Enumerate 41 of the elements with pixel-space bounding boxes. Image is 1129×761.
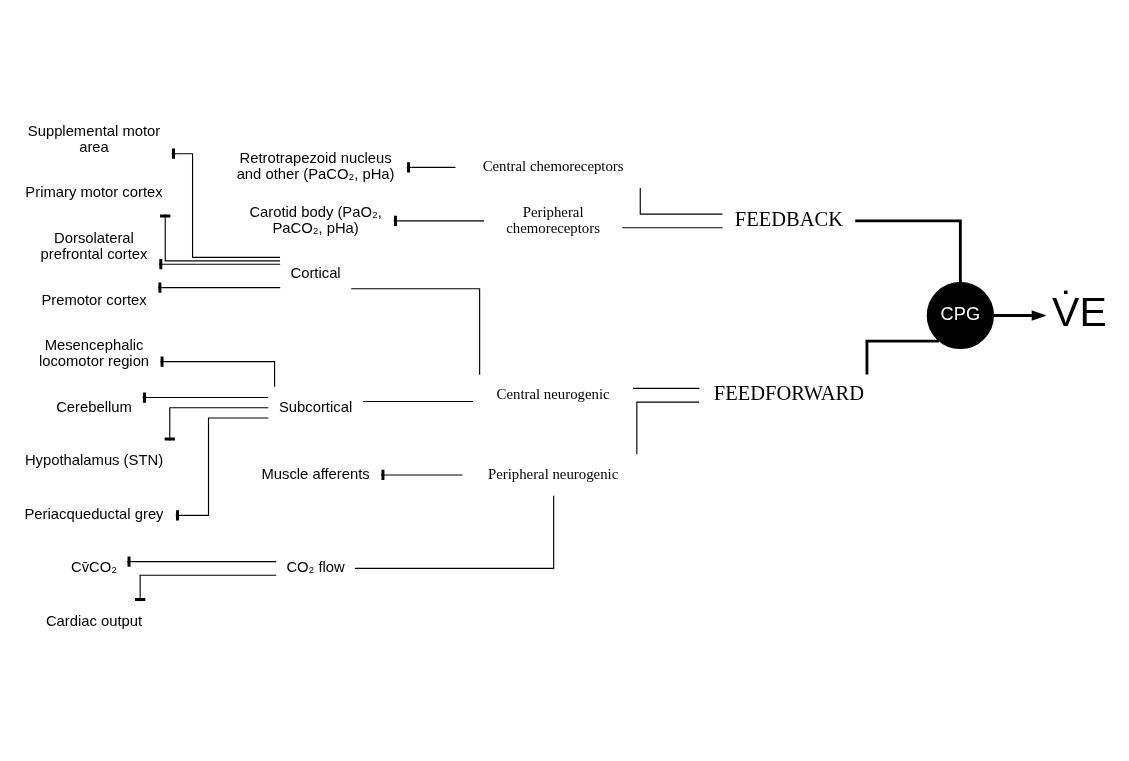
connector: [639, 186, 723, 215]
connector: [160, 213, 281, 261]
node-text: Mesencephalic locomotor region: [38, 336, 150, 369]
node-circle: CPG: [926, 281, 994, 349]
node-text: Peripheral chemoreceptors: [506, 203, 600, 236]
connector: [158, 258, 281, 269]
node-text: Dorsolateral prefrontal cortex: [40, 229, 148, 262]
node-text: Periacqueductal grey: [24, 505, 164, 522]
node-text: Subcortical: [278, 398, 353, 415]
node-text: Cerebellum: [56, 398, 132, 415]
connector: [362, 400, 474, 402]
connector: [380, 469, 463, 480]
arrow: [993, 309, 1047, 321]
node-text: Primary motor cortex: [25, 183, 163, 200]
connector: [632, 387, 700, 389]
connector: [865, 339, 940, 374]
connector: [126, 555, 277, 567]
node-text: FEEDBACK: [734, 207, 844, 230]
node-text: Central chemoreceptors: [482, 157, 624, 174]
connector: [164, 406, 269, 441]
node-text: Cortical: [290, 264, 341, 281]
connector: [157, 281, 281, 293]
connector: [159, 356, 276, 387]
node-text: Cardiac output: [45, 612, 143, 629]
connector: [354, 494, 555, 569]
node-text: V̇E: [1052, 288, 1107, 335]
node-text: Muscle afferents: [261, 465, 370, 482]
node-text: CO₂ flow: [286, 558, 345, 575]
connector: [636, 401, 700, 455]
node-text: Supplemental motor area: [27, 122, 161, 155]
node-text: Carotid body (PaO₂, PaCO₂, pHa): [249, 203, 382, 236]
node-text: Central neurogenic: [496, 385, 610, 402]
connector: [621, 226, 724, 228]
node-text: Premotor cortex: [41, 291, 147, 308]
node-text: Retrotrapezoid nucleus and other (PaCO₂, pHa): [236, 149, 395, 182]
connector: [855, 219, 962, 282]
node-text: Cv̄CO₂: [71, 558, 118, 575]
node-text: FEEDFORWARD: [713, 381, 865, 404]
node-text: Peripheral neurogenic: [487, 465, 619, 482]
node-text: Hypothalamus (STN): [24, 451, 164, 468]
connector: [350, 287, 481, 375]
